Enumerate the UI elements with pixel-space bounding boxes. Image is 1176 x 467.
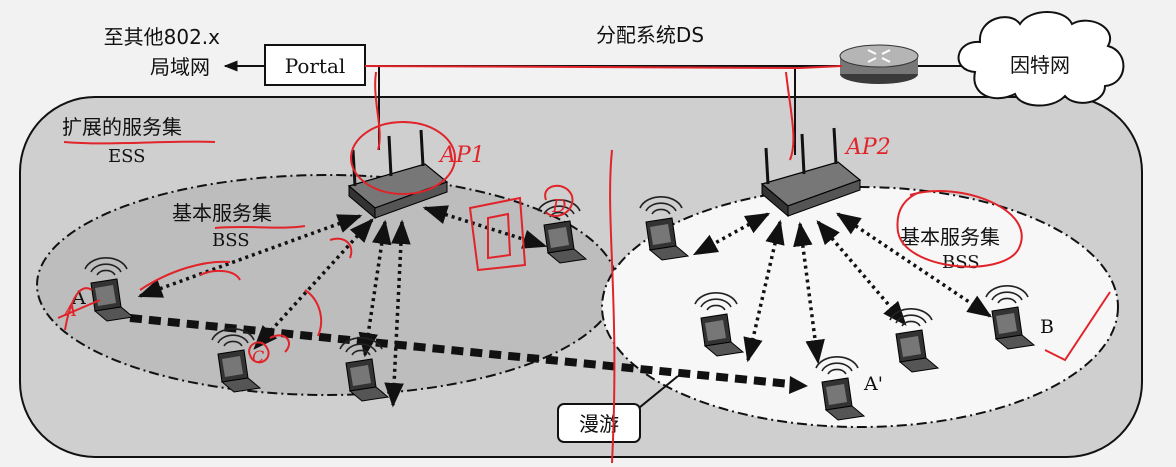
roaming-arrowhead bbox=[789, 376, 808, 394]
roaming-path bbox=[129, 314, 791, 388]
bss-left-links bbox=[137, 205, 548, 408]
annotation-d: D bbox=[551, 196, 567, 217]
bss-left-label-2: BSS bbox=[212, 230, 250, 251]
bss-right-label-2: BSS bbox=[942, 252, 980, 273]
roaming-callout-box bbox=[557, 403, 641, 443]
annotation-ap2: AP2 bbox=[844, 135, 891, 160]
portal-label: Portal bbox=[285, 54, 346, 78]
internet-cloud-icon bbox=[957, 11, 1125, 107]
internet-label: 因特网 bbox=[1010, 53, 1070, 77]
ess-label-1: 扩展的服务集 bbox=[62, 115, 182, 139]
bss-left-label-1: 基本服务集 bbox=[172, 201, 272, 225]
ess-label-2: ESS bbox=[108, 146, 146, 167]
roaming-callout-line bbox=[633, 375, 679, 413]
bss-right-label-1: 基本服务集 bbox=[900, 225, 1000, 249]
station-a-label: A bbox=[71, 287, 86, 309]
ds-label: 分配系统DS bbox=[596, 23, 704, 47]
router-icon bbox=[839, 44, 919, 84]
station-b-label: B bbox=[1040, 316, 1054, 338]
station-a-prime-label: A' bbox=[863, 373, 883, 395]
bss-right-links bbox=[692, 212, 993, 365]
bss-right-ellipse bbox=[601, 186, 1119, 428]
annotation-ap1: AP1 bbox=[438, 143, 485, 168]
other-lan-label-2: 局域网 bbox=[150, 55, 210, 79]
handwritten-annotations bbox=[57, 65, 1111, 464]
other-lan-label-1: 至其他802.x bbox=[104, 25, 221, 49]
annotation-c: C bbox=[252, 347, 264, 366]
annotation-a: A bbox=[62, 300, 77, 321]
